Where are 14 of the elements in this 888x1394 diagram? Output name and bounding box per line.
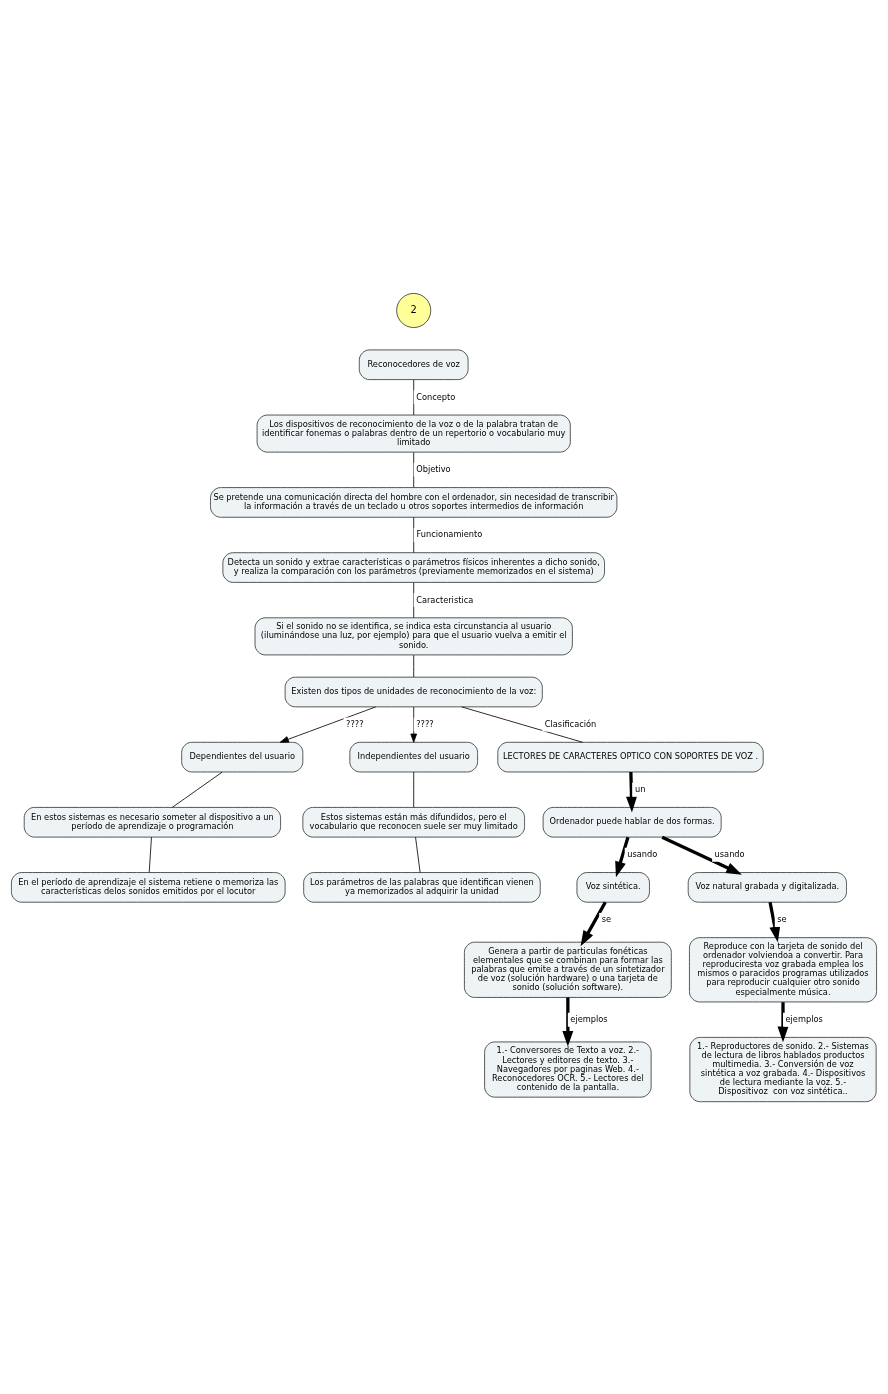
edge-label: se	[601, 913, 612, 924]
edge-label: ????	[416, 718, 434, 729]
edge-label: Concepto	[416, 391, 456, 402]
edge-label: ejemplos	[785, 1013, 823, 1024]
edge-label: un	[635, 783, 646, 794]
edge-label: ejemplos	[570, 1013, 608, 1024]
edge-label: Caracteristica	[416, 594, 474, 605]
edge-label: ????	[346, 718, 364, 729]
edge-label: usando	[627, 848, 658, 859]
edge-label: Funcionamiento	[416, 528, 483, 539]
edge-label: Clasificación	[544, 718, 597, 729]
edge-label: usando	[714, 848, 745, 859]
edge-label: se	[777, 913, 787, 924]
edge-label: Objetivo	[416, 463, 451, 474]
